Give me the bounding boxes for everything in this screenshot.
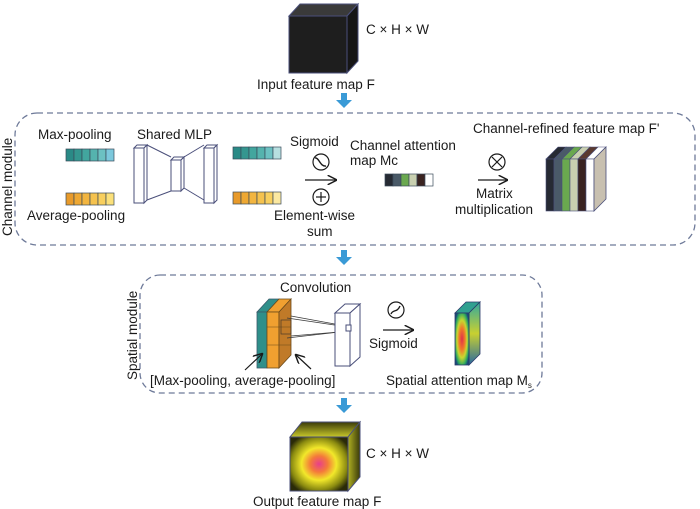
sigmoid-icon bbox=[312, 153, 330, 171]
average-pooling-vector bbox=[65, 192, 115, 206]
max-pool-pointer-arrow bbox=[244, 354, 262, 371]
channel-attention-label-2: map Mc bbox=[350, 153, 398, 168]
vector-cell bbox=[264, 191, 274, 205]
vector-cell bbox=[81, 148, 91, 162]
vector-cell bbox=[73, 148, 83, 162]
channel-module-label: Channel module bbox=[0, 138, 15, 236]
channel-attention-label: Channel attention bbox=[350, 138, 456, 153]
sigmoid-label: Sigmoid bbox=[290, 134, 339, 149]
channel-module-box bbox=[14, 112, 696, 246]
vector-cell bbox=[248, 146, 258, 160]
spatial-module-label: Spatial module bbox=[125, 291, 140, 380]
vector-cell bbox=[272, 191, 282, 205]
vector-cell bbox=[89, 148, 99, 162]
max-pooling-label: Max-pooling bbox=[38, 127, 112, 142]
attention-cell bbox=[384, 173, 394, 187]
attention-cell bbox=[416, 173, 426, 187]
attention-cell bbox=[400, 173, 410, 187]
spatial-attention-label: Spatial attention map Ms bbox=[386, 373, 532, 390]
vector-cell bbox=[97, 192, 107, 206]
vector-cell bbox=[65, 148, 75, 162]
vector-cell bbox=[97, 148, 107, 162]
vector-cell bbox=[264, 146, 274, 160]
vector-cell bbox=[73, 192, 83, 206]
convolution-label: Convolution bbox=[280, 280, 351, 295]
channel-attention-vector bbox=[384, 173, 434, 187]
spatial-module-box bbox=[139, 274, 543, 394]
output-feature-map-cube bbox=[288, 420, 362, 493]
shared-mlp-label: Shared MLP bbox=[137, 127, 212, 142]
avg-pool-pointer-arrow bbox=[296, 355, 312, 370]
vector-cell bbox=[256, 146, 266, 160]
pooling-concat-label: [Max-pooling, average-pooling] bbox=[150, 373, 335, 388]
vector-cell bbox=[232, 146, 242, 160]
output-dims-label: C × H × W bbox=[366, 446, 429, 461]
cube-side bbox=[593, 146, 607, 212]
vector-cell bbox=[240, 191, 250, 205]
flow-arrow-icon bbox=[336, 250, 352, 265]
mlp-output-avg-vector bbox=[232, 191, 282, 205]
feature-slice bbox=[577, 158, 587, 212]
multiplication-label: multiplication bbox=[455, 202, 533, 217]
vector-cell bbox=[105, 192, 115, 206]
convolution-output-map bbox=[333, 302, 362, 368]
shared-mlp-network bbox=[132, 143, 219, 205]
max-pooling-vector bbox=[65, 148, 115, 162]
vector-cell bbox=[272, 146, 282, 160]
sigmoid-icon bbox=[387, 301, 405, 319]
spatial-attention-map bbox=[454, 301, 481, 366]
feature-slice bbox=[561, 158, 571, 212]
attention-cell bbox=[424, 173, 434, 187]
input-feature-map-cube bbox=[287, 2, 360, 75]
vector-cell bbox=[89, 192, 99, 206]
matrix-label: Matrix bbox=[476, 186, 513, 201]
pooled-feature-maps bbox=[256, 297, 292, 370]
feature-slice bbox=[585, 158, 595, 212]
element-wise-label: Element-wise bbox=[274, 208, 355, 223]
vector-cell bbox=[248, 191, 258, 205]
vector-cell bbox=[240, 146, 250, 160]
mlp-output-max-vector bbox=[232, 146, 282, 160]
feature-slice bbox=[569, 158, 579, 212]
feature-slice bbox=[545, 158, 555, 212]
vector-cell bbox=[232, 191, 242, 205]
flow-arrow-icon bbox=[336, 93, 352, 108]
average-pooling-label: Average-pooling bbox=[27, 208, 125, 223]
channel-refined-feature-map-cube bbox=[545, 146, 607, 212]
sum-label: sum bbox=[307, 224, 333, 239]
vector-cell bbox=[81, 192, 91, 206]
input-feature-map-label: Input feature map F bbox=[257, 77, 375, 92]
matrix-multiplication-icon bbox=[488, 153, 506, 171]
vector-cell bbox=[256, 191, 266, 205]
feature-slice bbox=[553, 158, 563, 212]
spatial-sigmoid-label: Sigmoid bbox=[369, 336, 418, 351]
vector-cell bbox=[105, 148, 115, 162]
input-dims-label: C × H × W bbox=[366, 22, 429, 37]
channel-refined-label: Channel-refined feature map F' bbox=[473, 121, 659, 136]
flow-arrow-icon bbox=[336, 398, 352, 413]
attention-cell bbox=[392, 173, 402, 187]
vector-cell bbox=[65, 192, 75, 206]
element-wise-sum-icon bbox=[312, 188, 330, 206]
attention-cell bbox=[408, 173, 418, 187]
output-feature-map-label: Output feature map F bbox=[253, 494, 381, 509]
